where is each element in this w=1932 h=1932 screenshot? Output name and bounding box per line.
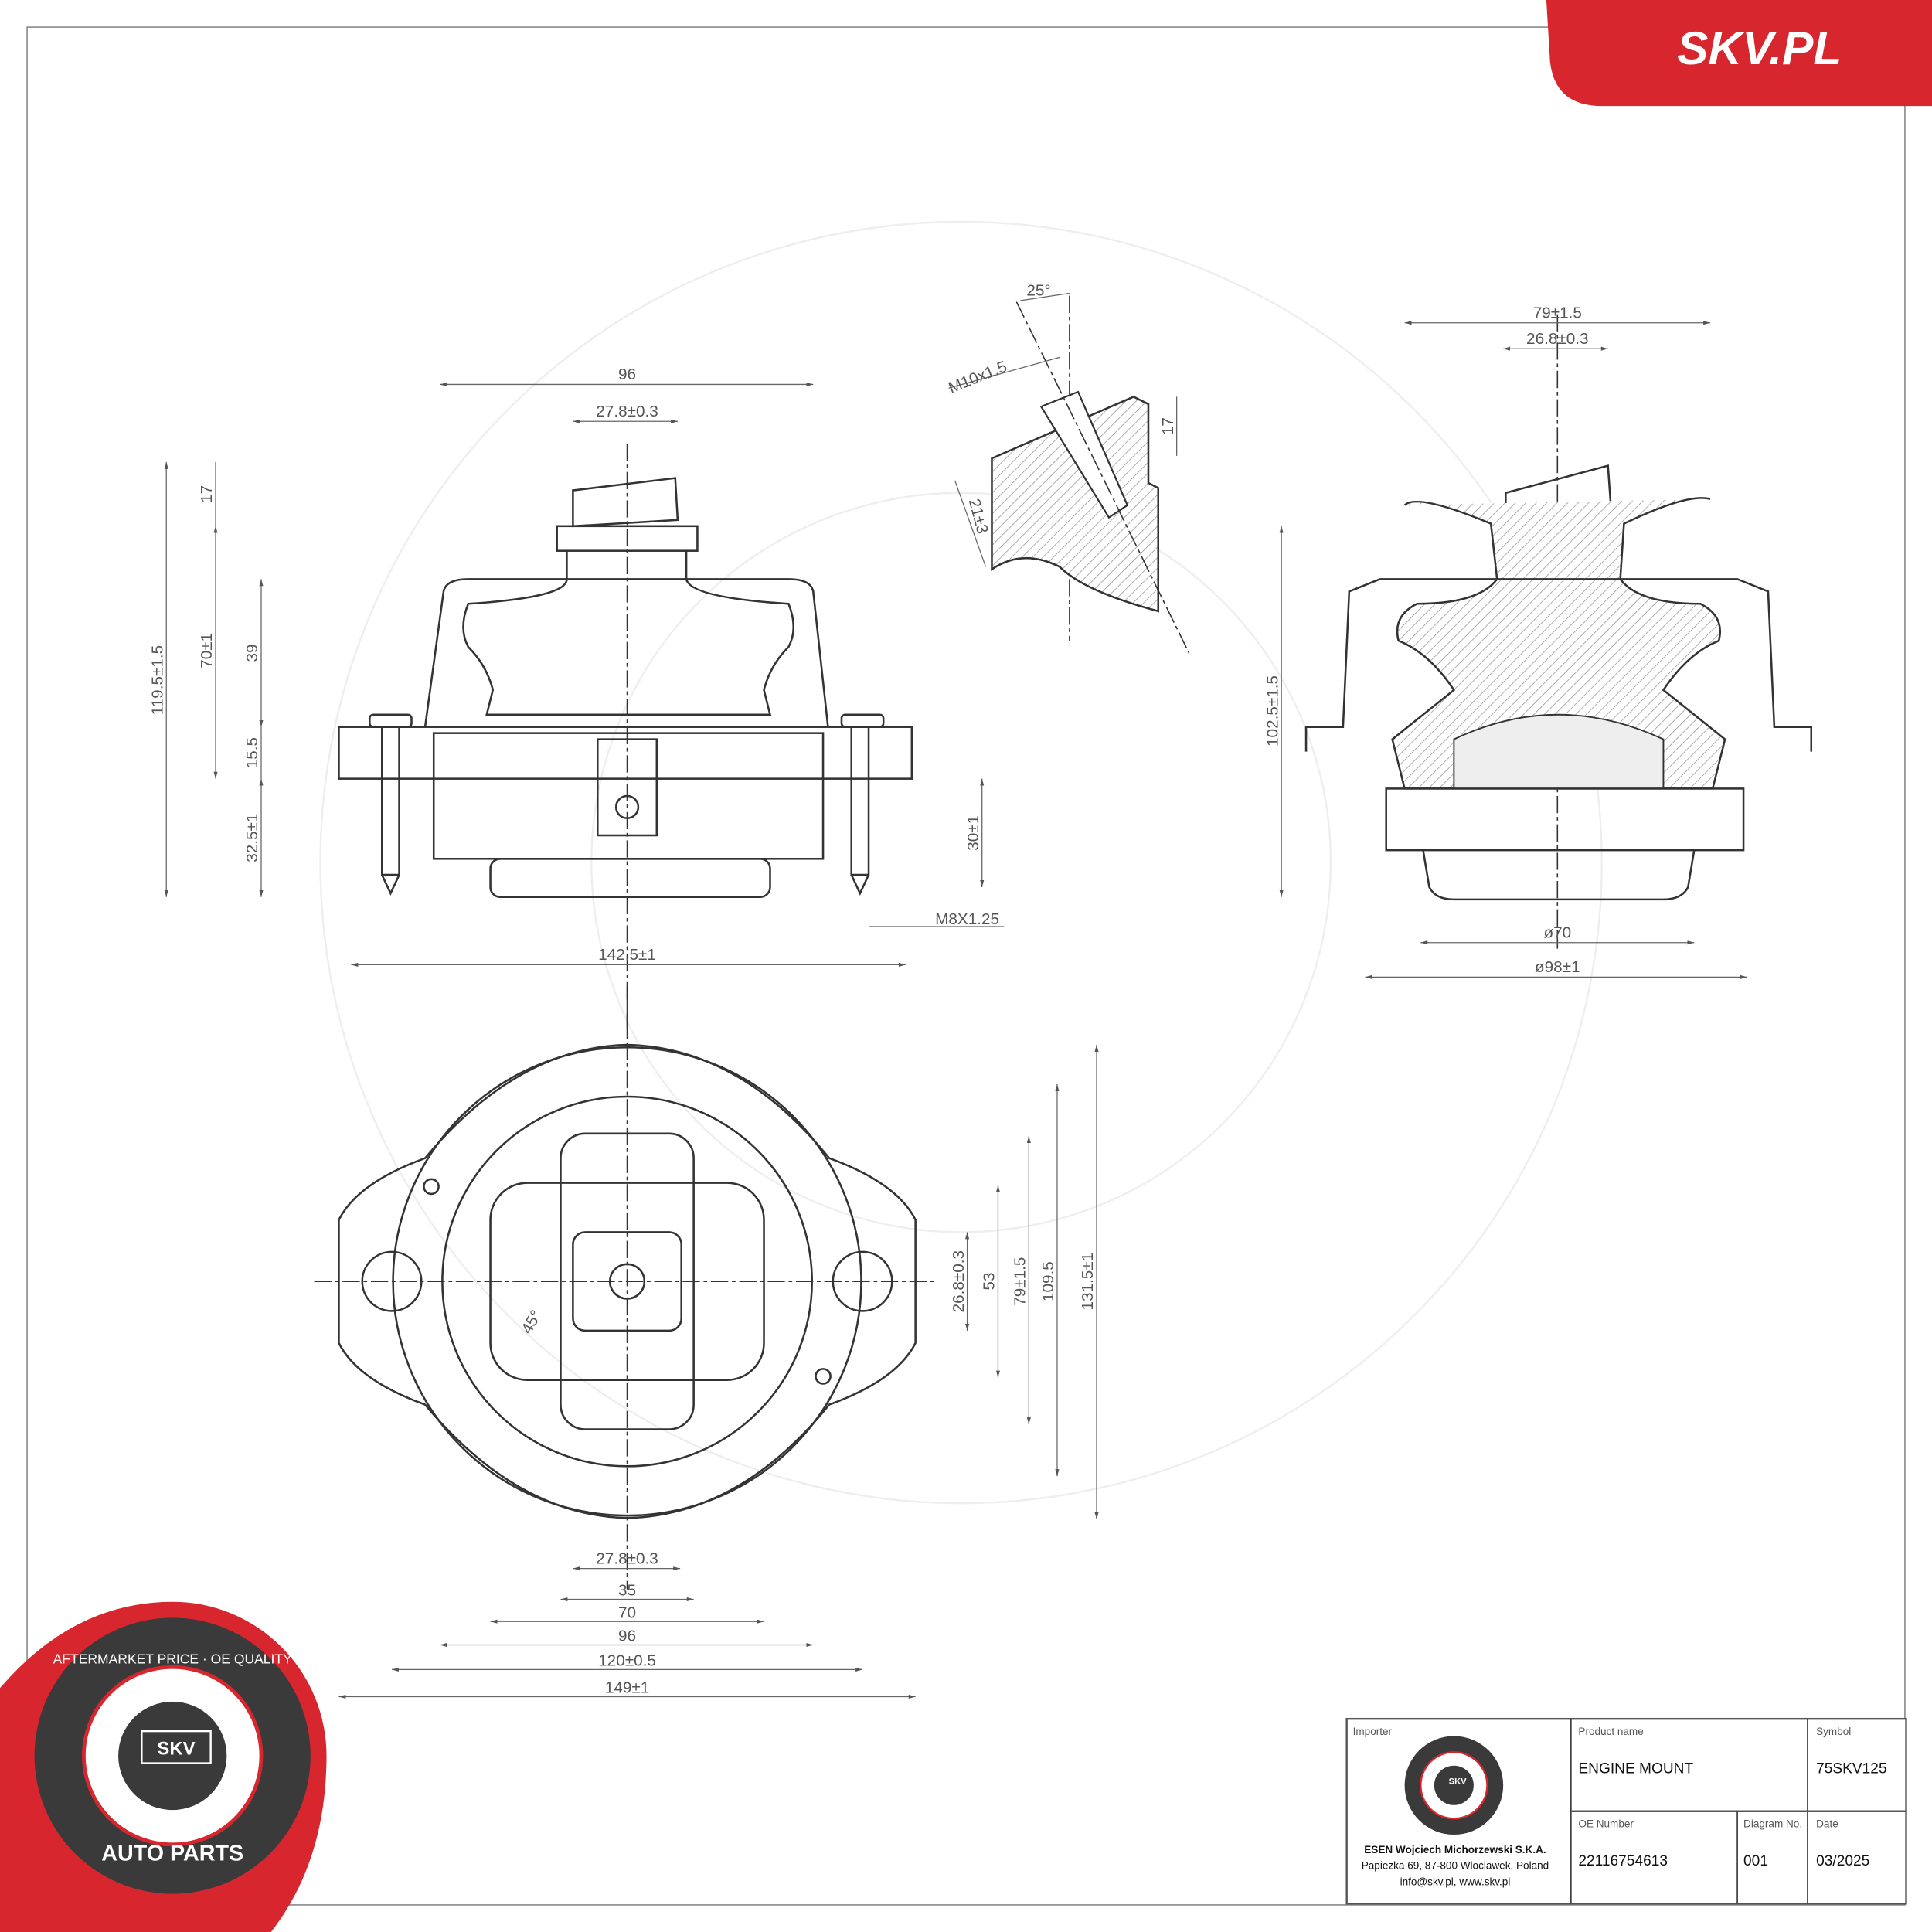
dim-label: 17 [1159,417,1177,435]
skv-small-logo: SKV [1404,1736,1504,1835]
diagram-no-label: Diagram No. [1743,1818,1802,1829]
brand-banner-text: SKV.PL [1677,22,1842,74]
title-block: Importer SKV ESEN Wojciech Michorzewski … [1345,1717,1907,1905]
badge-center-text: SKV [157,1738,195,1759]
dim-label: 27.8±0.3 [596,1549,658,1567]
watermark [319,220,1603,1505]
badge-bottom-text: AUTO PARTS [101,1842,243,1866]
importer-address: Papiezka 69, 87-800 Wloclawek, Poland [1362,1860,1549,1872]
symbol-value: 75SKV125 [1816,1760,1886,1777]
bottom-view: 45° 27.8±0.3 35 70 96 120±0.5 149±1 26.8… [314,985,1099,1699]
dim-label: 70 [618,1604,636,1621]
dim-label: 27.8±0.3 [596,403,658,420]
date-value: 03/2025 [1816,1853,1869,1869]
dim-label: 30±1 [964,815,982,851]
dim-label: 102.5±1.5 [1264,675,1281,747]
dim-label: 96 [618,1628,636,1645]
dim-label: 53 [981,1273,998,1291]
dim-label: 21±3 [965,497,992,536]
oe-number: 22116754613 [1578,1853,1668,1869]
front-view: 96 27.8±0.3 17 119.5±1.5 70±1 39 15.5 32… [148,366,1005,1036]
diagram-no: 001 [1743,1853,1768,1869]
dim-label: 32.5±1 [243,814,261,862]
skv-badge-logo: SKV AFTERMARKET PRICE · OE QUALITY AUTO … [0,1601,327,1932]
dim-label: 45° [518,1307,546,1337]
dim-label: 39 [243,645,261,662]
dim-label: 142.5±1 [598,946,656,964]
dim-label: 79±1.5 [1533,304,1582,321]
dim-label: 131.5±1 [1079,1253,1097,1311]
brand-banner: SKV.PL [1546,0,1932,107]
dim-label: 96 [618,366,636,383]
dim-label: ø98±1 [1535,958,1580,976]
importer-contact: info@skv.pl, www.skv.pl [1400,1876,1511,1887]
dim-label: 15.5 [243,737,261,768]
dim-label: 26.8±0.3 [950,1250,968,1313]
dim-label: ø70 [1543,923,1571,941]
side-view: 79±1.5 26.8±0.3 102.5±1.5 ø70 ø98±1 [1264,304,1813,979]
product-name-label: Product name [1578,1726,1643,1737]
dim-label: 70±1 [198,633,216,668]
date-label: Date [1816,1818,1838,1829]
product-name: ENGINE MOUNT [1578,1760,1693,1777]
symbol-label: Symbol [1816,1726,1851,1737]
importer-name: ESEN Wojciech Michorzewski S.K.A. [1364,1844,1546,1855]
svg-text:SKV: SKV [1449,1777,1467,1787]
dim-label: M8X1.25 [935,910,999,928]
dim-label: 26.8±0.3 [1526,330,1589,348]
dim-label: 149±1 [605,1679,649,1697]
dim-label: M10x1.5 [946,358,1009,397]
dim-label: 109.5 [1039,1261,1057,1301]
oe-number-label: OE Number [1578,1818,1634,1829]
section-view: 25° M10x1.5 17 21±3 [946,282,1190,654]
dim-label: 25° [1026,282,1050,300]
dim-label: 120±0.5 [598,1652,656,1670]
dim-label: 79±1.5 [1012,1257,1029,1306]
badge-top-text: AFTERMARKET PRICE · OE QUALITY [53,1651,292,1666]
importer-label: Importer [1353,1726,1393,1737]
dim-label: 119.5±1.5 [148,645,166,715]
dim-label: 35 [618,1582,636,1600]
dim-label: 17 [198,485,216,503]
drawing-frame [26,26,1906,1906]
